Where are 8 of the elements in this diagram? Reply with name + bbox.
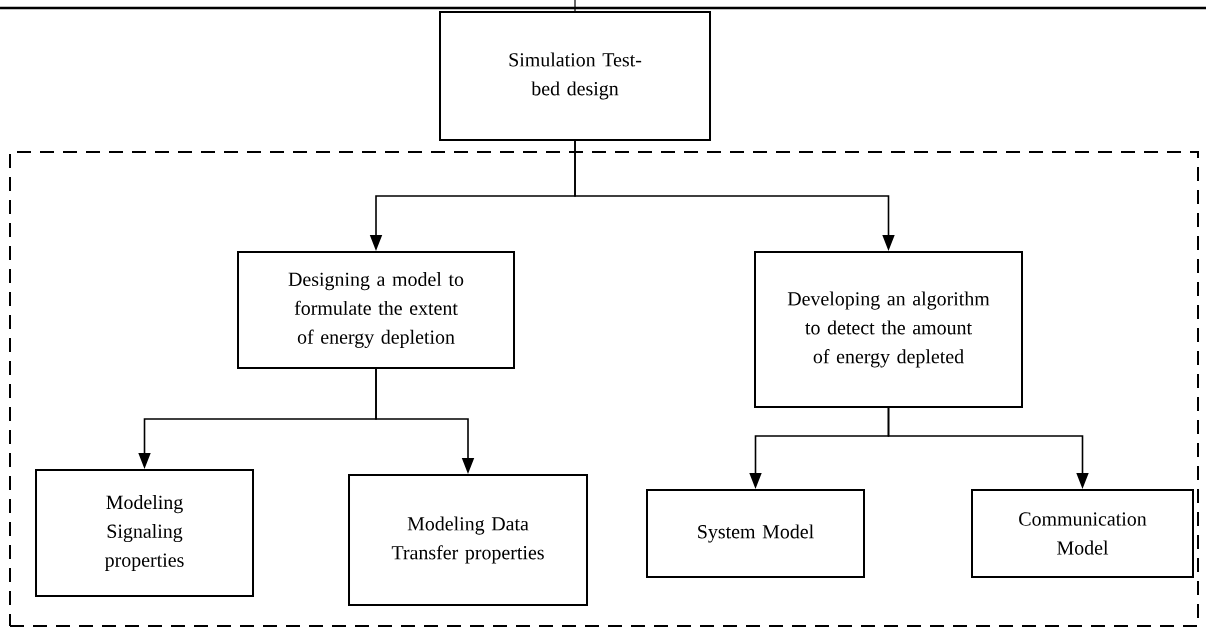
dashed-boundary bbox=[9, 151, 1199, 627]
process-box: Simulation Test-bed design bbox=[439, 11, 711, 141]
process-box: Designing a model to formulate the extent of energy depletion bbox=[237, 251, 515, 369]
process-box: System Model bbox=[646, 489, 865, 578]
process-box: Communication Model bbox=[971, 489, 1194, 578]
process-box: Modeling Signaling properties bbox=[35, 469, 254, 597]
process-box: Modeling Data Transfer properties bbox=[348, 474, 588, 606]
process-box: Developing an algorithm to detect the amount of energy depleted bbox=[754, 251, 1023, 408]
